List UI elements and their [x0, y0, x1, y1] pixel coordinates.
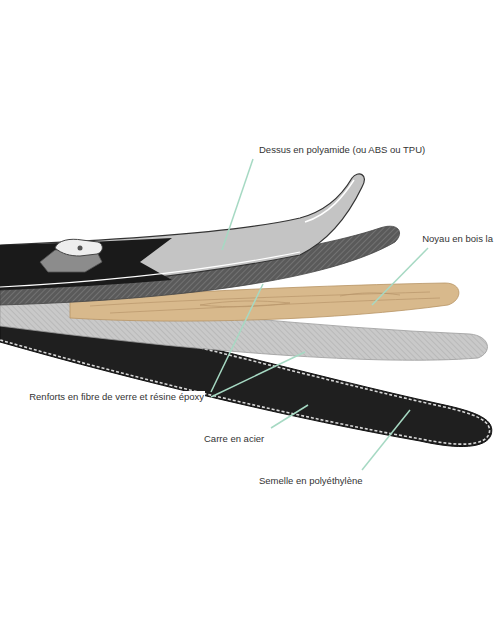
binding-top	[55, 239, 102, 256]
binding-pin	[78, 246, 83, 251]
part-label: Semelle en polyéthylène	[258, 475, 364, 486]
top-sheet-edge	[0, 252, 300, 287]
part-label: Carre en acier	[203, 433, 265, 444]
leader-lines	[211, 159, 428, 470]
part-label: Dessus en polyamide (ou ABS ou TPU)	[258, 144, 426, 155]
top-sheet	[0, 174, 364, 290]
tip-highlight	[305, 180, 354, 222]
part-label: Renforts en fibre de verre et résine épo…	[28, 391, 205, 402]
top-sheet-black	[0, 238, 172, 290]
part-label: Noyau en bois la	[421, 233, 494, 244]
